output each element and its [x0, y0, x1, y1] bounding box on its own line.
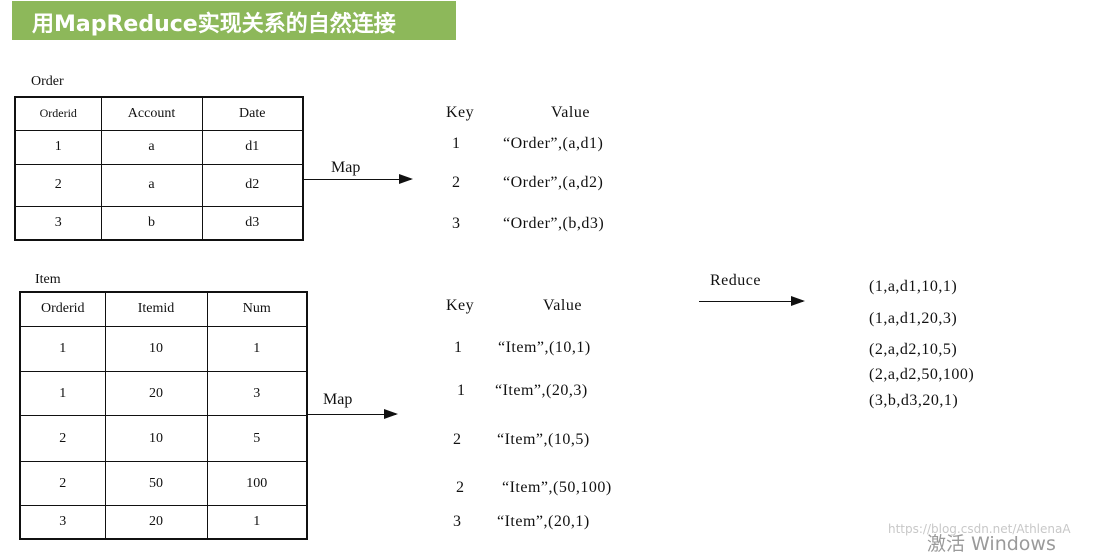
reduce-label: Reduce — [710, 272, 761, 289]
table-row: 1 a d1 — [14, 129, 304, 165]
watermark-url: https://blog.csdn.net/AthlenaA — [888, 522, 1071, 536]
reduce-arrow — [699, 296, 805, 306]
order-cell: 1 — [14, 129, 102, 165]
order-cell: d3 — [201, 205, 304, 241]
order-value-header: Value — [551, 104, 590, 121]
item-cell: 5 — [206, 415, 308, 462]
item-cell: 50 — [104, 460, 208, 507]
reduce-result: (2,a,d2,50,100) — [869, 366, 975, 383]
item-table-caption: Item — [35, 272, 61, 287]
order-key-header: Key — [446, 104, 475, 121]
item-value-header: Value — [543, 297, 582, 314]
title-banner: 用MapReduce实现关系的自然连接 — [12, 1, 456, 40]
item-pair-value: “Item”,(50,100) — [502, 479, 612, 496]
order-header-account: Account — [100, 96, 203, 131]
item-cell: 1 — [206, 505, 308, 540]
order-header-date: Date — [201, 96, 304, 131]
item-pair-key: 2 — [456, 479, 465, 496]
item-header-num: Num — [206, 291, 308, 327]
item-cell: 3 — [206, 371, 308, 417]
table-row: 3 b d3 — [14, 205, 304, 241]
order-header-orderid: Orderid — [14, 96, 102, 131]
order-pair-value: “Order”,(a,d2) — [503, 174, 604, 191]
item-map-label: Map — [323, 391, 353, 408]
table-row: 3 20 1 — [19, 505, 308, 540]
item-pair-key: 1 — [457, 382, 466, 399]
item-cell: 3 — [19, 505, 106, 540]
item-pair-key: 3 — [453, 513, 462, 530]
order-map-arrow — [303, 174, 413, 184]
order-cell: a — [100, 129, 203, 165]
item-cell: 20 — [104, 505, 208, 540]
item-cell: 1 — [206, 325, 308, 373]
order-map-label: Map — [331, 159, 361, 176]
order-cell: b — [100, 205, 203, 241]
order-cell: d2 — [201, 163, 304, 207]
item-cell: 10 — [104, 325, 208, 373]
item-header-orderid: Orderid — [19, 291, 106, 327]
reduce-result: (2,a,d2,10,5) — [869, 341, 958, 358]
windows-activation-watermark: 激活 Windows — [927, 533, 1056, 555]
order-pair-value: “Order”,(b,d3) — [503, 215, 605, 232]
slide-title: 用MapReduce实现关系的自然连接 — [32, 12, 396, 37]
order-pair-key: 3 — [452, 215, 461, 232]
item-cell: 20 — [104, 371, 208, 417]
item-pair-value: “Item”,(20,1) — [497, 513, 590, 530]
order-table-caption: Order — [31, 74, 64, 89]
item-header-row: Orderid Itemid Num — [19, 291, 308, 327]
item-table: Orderid Itemid Num 1 10 1 1 20 3 2 10 5 … — [19, 291, 308, 540]
order-pair-value: “Order”,(a,d1) — [503, 135, 604, 152]
order-pair-key: 1 — [452, 135, 461, 152]
table-row: 2 a d2 — [14, 163, 304, 207]
item-cell: 1 — [19, 371, 106, 417]
table-row: 1 20 3 — [19, 371, 308, 417]
table-row: 2 10 5 — [19, 415, 308, 462]
item-map-arrow — [308, 409, 398, 419]
item-pair-value: “Item”,(20,3) — [495, 382, 588, 399]
reduce-result: (1,a,d1,10,1) — [869, 278, 958, 295]
item-cell: 1 — [19, 325, 106, 373]
reduce-result: (1,a,d1,20,3) — [869, 310, 958, 327]
item-key-header: Key — [446, 297, 475, 314]
item-cell: 2 — [19, 415, 106, 462]
order-table: Orderid Account Date 1 a d1 2 a d2 3 b d… — [14, 96, 304, 241]
order-cell: d1 — [201, 129, 304, 165]
item-pair-key: 2 — [453, 431, 462, 448]
table-row: 2 50 100 — [19, 460, 308, 507]
item-pair-value: “Item”,(10,5) — [497, 431, 590, 448]
item-cell: 2 — [19, 460, 106, 507]
item-cell: 10 — [104, 415, 208, 462]
reduce-result: (3,b,d3,20,1) — [869, 392, 959, 409]
order-header-row: Orderid Account Date — [14, 96, 304, 131]
order-cell: a — [100, 163, 203, 207]
item-header-itemid: Itemid — [104, 291, 208, 327]
item-pair-value: “Item”,(10,1) — [498, 339, 591, 356]
table-row: 1 10 1 — [19, 325, 308, 373]
order-pair-key: 2 — [452, 174, 461, 191]
order-cell: 3 — [14, 205, 102, 241]
order-cell: 2 — [14, 163, 102, 207]
item-cell: 100 — [206, 460, 308, 507]
item-pair-key: 1 — [454, 339, 463, 356]
